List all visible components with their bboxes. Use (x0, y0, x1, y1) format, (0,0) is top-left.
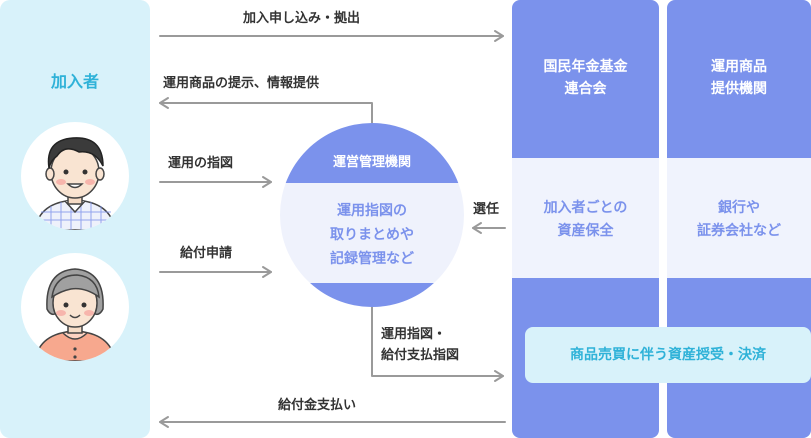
instruction-label: 運用の指図 (168, 156, 234, 171)
female-member-avatar (21, 253, 129, 361)
member-title: 加入者 (50, 72, 99, 91)
federation-title: 国民年金基金 連合会 (543, 59, 628, 97)
product-info-label: 運用商品の提示、情報提供 (163, 76, 320, 91)
manager-title: 運営管理機関 (332, 155, 411, 170)
federation-role-band (512, 158, 659, 278)
benefit-payment-label: 給付金支払い (278, 398, 357, 413)
male-member-avatar (21, 122, 129, 230)
manager-circle-header (280, 123, 464, 183)
provider-role-band (667, 158, 811, 278)
federation-role: 加入者ごとの 資産保全 (543, 200, 628, 239)
enroll-label: 加入申し込み・拠出 (243, 11, 361, 26)
settlement-box: 商品売買に伴う資産授受・決済 (525, 327, 811, 383)
provider-role: 銀行や 証券会社など (697, 200, 781, 239)
manager-circle: 運営管理機関 運用指図の 取りまとめや 記録管理など (280, 123, 464, 307)
product-info-arrow (159, 102, 373, 125)
instruction-forward-label-2: 給付支払指図 (381, 348, 460, 363)
manager-circle-footer (280, 283, 464, 307)
provider-title: 運用商品 提供機関 (711, 59, 767, 97)
appointment-label: 選任 (473, 202, 500, 217)
manager-role: 運用指図の 取りまとめや 記録管理など (330, 203, 414, 267)
instruction-forward-arrow (371, 305, 504, 377)
instruction-forward-label-1: 運用指図・ (381, 327, 447, 342)
benefit-claim-label: 給付申請 (180, 246, 233, 261)
